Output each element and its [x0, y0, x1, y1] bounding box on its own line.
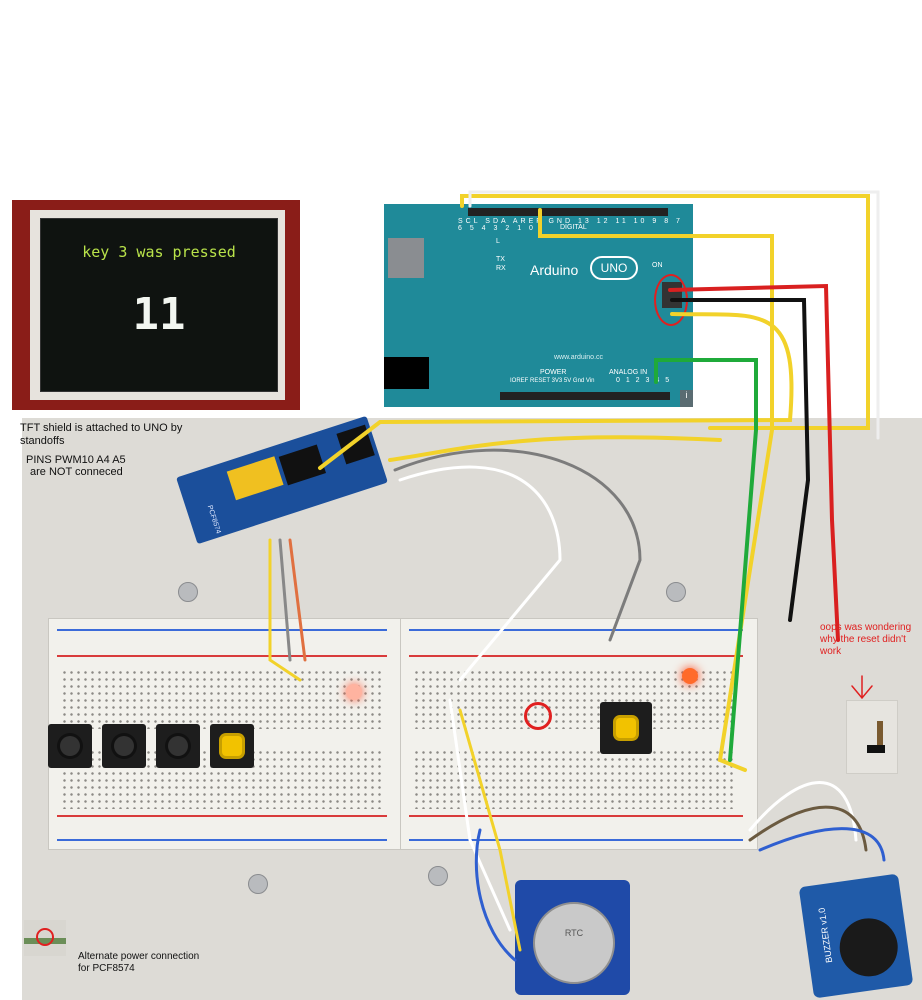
- alt-power-line1: Alternate power connection: [78, 951, 200, 962]
- tx-label: TX: [496, 256, 505, 263]
- pins-note-line2: are NOT conneced: [30, 466, 123, 478]
- alt-power-line2: for PCF8574: [78, 963, 135, 974]
- wire-pcf-to-bb-1: [268, 538, 302, 682]
- wire-pcf-grey: [393, 448, 642, 642]
- wire-yellow-3: [318, 312, 794, 470]
- analog-pin-numbers: 0 1 2 3 4 5: [616, 377, 672, 384]
- wire-rtc-white: [448, 698, 512, 932]
- power-label: POWER: [540, 369, 567, 376]
- rail-blue-bottom: [409, 839, 743, 841]
- wire-green: [654, 358, 758, 762]
- wire-pcf-to-bb-3: [288, 538, 307, 662]
- top-pin-labels: SCL SDA AREF GND 13 12 11 10 9 8 7 6 5 4…: [458, 218, 683, 232]
- wire-buzzer-brown: [748, 805, 868, 852]
- rail-red-bottom: [57, 815, 387, 817]
- alt-power-circle: [36, 928, 54, 946]
- led-left: [346, 684, 362, 700]
- arduino-brand: Arduino: [530, 262, 579, 278]
- screw: [248, 874, 268, 894]
- power-pin-labels: IOREF RESET 3V3 5V Gnd Vin: [510, 378, 595, 384]
- wire-rtc-blue: [474, 828, 517, 962]
- l-label: L: [496, 238, 500, 245]
- rtc-label: RTC: [564, 928, 584, 938]
- rail-red-bottom: [409, 815, 743, 817]
- arduino-url: www.arduino.cc: [554, 354, 604, 361]
- digital-label: DIGITAL: [560, 224, 587, 231]
- alt-power-inset: [24, 920, 66, 956]
- tft-screen: key 3 was pressed 11: [40, 218, 278, 392]
- tft-message: key 3 was pressed: [82, 243, 236, 261]
- reset-inset: [846, 700, 898, 774]
- pins-note-line1: PINS PWM10 A4 A5: [26, 454, 126, 466]
- wire-pcf-white: [398, 465, 562, 682]
- led-right: [682, 668, 698, 684]
- rail-red-top: [57, 655, 387, 657]
- tft-value: 11: [132, 289, 186, 340]
- usb-connector: [388, 238, 424, 278]
- reset-note: oops was wondering why the reset didn't …: [820, 622, 912, 657]
- hole-grid-bottom: [413, 749, 737, 809]
- reset-arrow-icon: [851, 675, 873, 700]
- wire-rtc-yellow: [458, 708, 522, 952]
- inset-resistor: [877, 721, 883, 745]
- reset-button: [600, 702, 652, 754]
- analog-label: ANALOG IN: [609, 369, 648, 376]
- rail-blue-bottom: [57, 839, 387, 841]
- push-button-3: [156, 724, 200, 768]
- rx-label: RX: [496, 265, 506, 272]
- rail-blue-top: [409, 629, 743, 631]
- screw: [428, 866, 448, 886]
- rtc-module: RTC: [515, 880, 630, 995]
- wire-white: [468, 190, 880, 440]
- wire-red: [668, 283, 840, 642]
- tft-bezel: key 3 was pressed 11: [30, 210, 285, 400]
- on-label: ON: [652, 262, 663, 269]
- rail-red-top: [409, 655, 743, 657]
- wire-pcf-to-bb-2: [278, 538, 292, 662]
- screw: [178, 582, 198, 602]
- wire-black: [670, 298, 811, 622]
- push-button-2: [102, 724, 146, 768]
- uno-logo: UNO: [590, 256, 638, 280]
- wire-pcf-yellow: [388, 435, 722, 462]
- info-icon: i: [680, 390, 693, 407]
- inset-connector: [867, 745, 885, 753]
- black-block: [384, 357, 429, 389]
- top-header: [468, 208, 668, 216]
- tft-note: TFT shield is attached to UNO by standof…: [20, 422, 183, 447]
- push-button-1: [48, 724, 92, 768]
- screw: [666, 582, 686, 602]
- hole-grid-top: [61, 669, 381, 729]
- rail-blue-top: [57, 629, 387, 631]
- wire-yellow: [460, 194, 870, 430]
- tft-display: key 3 was pressed 11: [12, 200, 300, 410]
- red-circle-marker: [524, 702, 552, 730]
- coin-battery: [533, 902, 615, 984]
- bottom-header: [500, 392, 670, 400]
- wire-buzzer-blue: [758, 827, 886, 862]
- wire-yellow-2: [538, 208, 774, 772]
- push-button-4: [210, 724, 254, 768]
- breadboard-photo: PCF8574 RTC BUZZER v1.0: [22, 415, 922, 1000]
